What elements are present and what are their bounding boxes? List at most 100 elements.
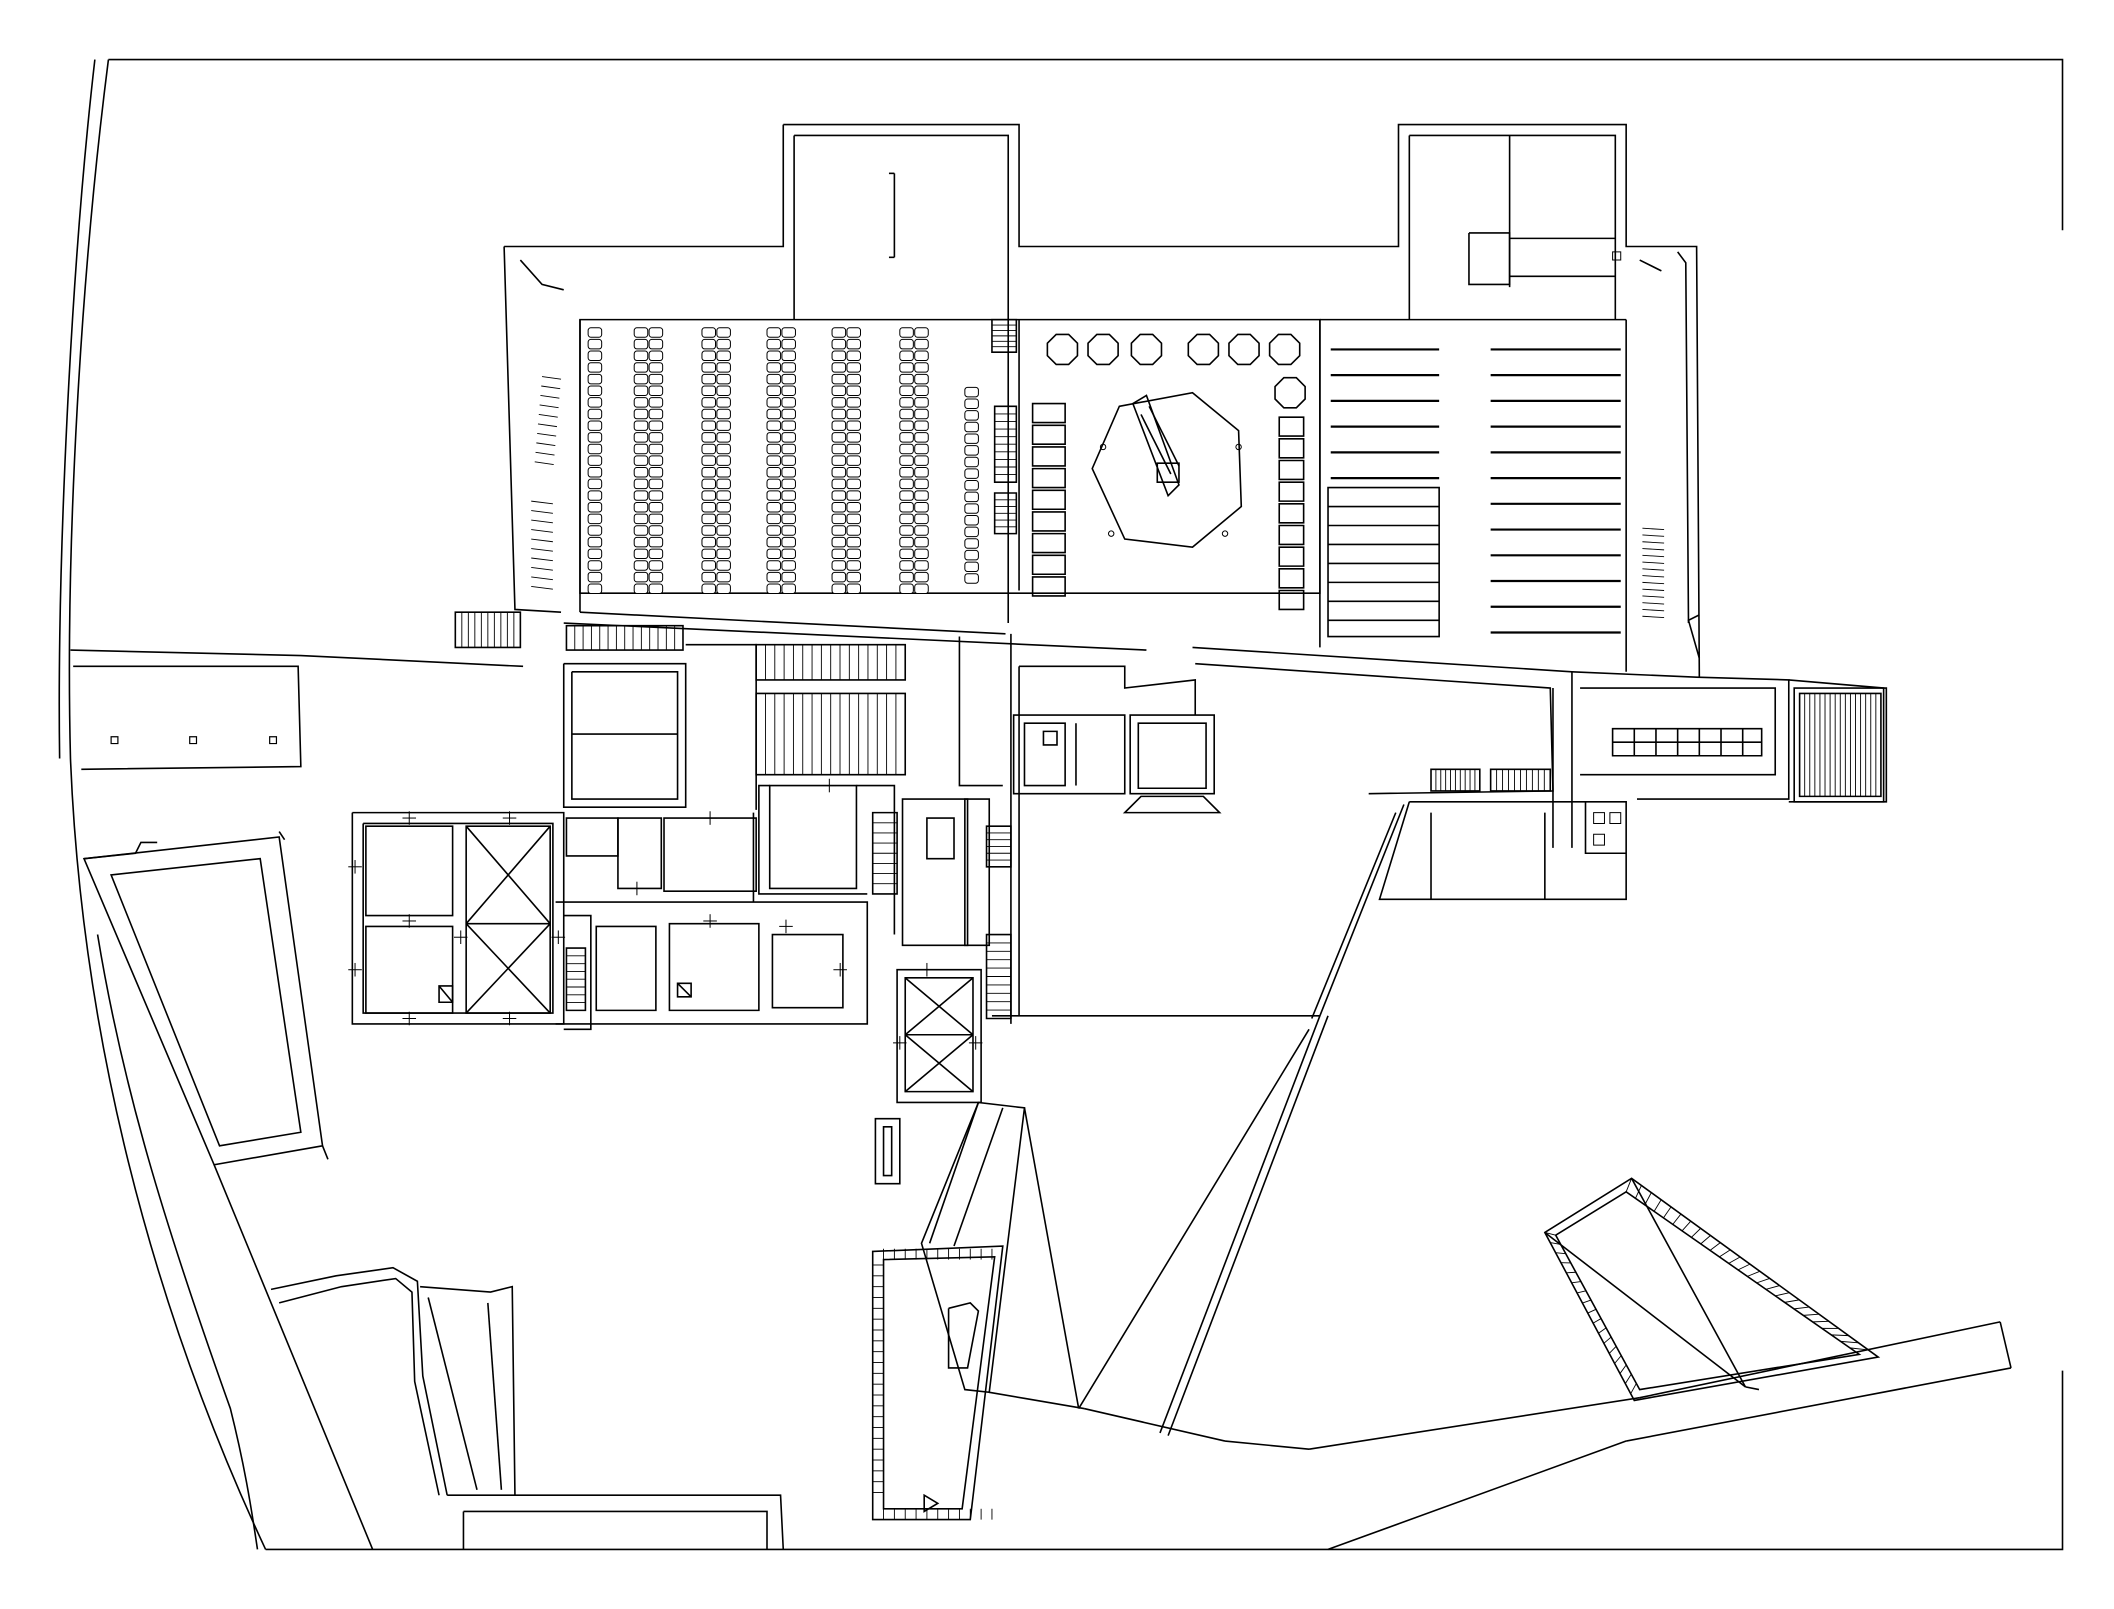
- column: [348, 860, 362, 874]
- seat: [832, 328, 846, 337]
- chair: [1279, 504, 1303, 523]
- table: [1270, 334, 1300, 364]
- seat: [782, 398, 796, 407]
- chair: [1279, 482, 1303, 501]
- seat: [965, 550, 979, 559]
- seat: [767, 537, 781, 546]
- seat: [649, 444, 663, 453]
- column: [503, 811, 517, 825]
- seat: [588, 409, 602, 418]
- seat: [782, 409, 796, 418]
- seat: [717, 328, 731, 337]
- seat: [717, 386, 731, 395]
- seat: [634, 328, 648, 337]
- seat: [915, 444, 929, 453]
- seat: [634, 444, 648, 453]
- seat: [900, 526, 914, 535]
- seat: [915, 491, 929, 500]
- seat: [832, 444, 846, 453]
- seat: [965, 492, 979, 501]
- seat: [965, 446, 979, 455]
- stair-east-3: [1800, 693, 1881, 796]
- seat: [782, 339, 796, 348]
- seat: [634, 386, 648, 395]
- seat: [649, 386, 663, 395]
- seat: [717, 421, 731, 430]
- seat: [649, 468, 663, 477]
- seat: [832, 421, 846, 430]
- chair: [1033, 555, 1066, 574]
- chair: [1279, 525, 1303, 544]
- stair-east-ramp: [1642, 528, 1664, 617]
- cafe-tables: [1047, 334, 1305, 407]
- seat: [767, 468, 781, 477]
- lower-left-structures: [271, 1268, 783, 1550]
- seat: [717, 409, 731, 418]
- stair-central: [756, 645, 905, 680]
- seat: [649, 526, 663, 535]
- seat: [900, 537, 914, 546]
- seat: [634, 584, 648, 593]
- seat: [782, 572, 796, 581]
- seat: [832, 409, 846, 418]
- seat: [965, 469, 979, 478]
- seat: [767, 479, 781, 488]
- seat: [702, 491, 716, 500]
- seat: [702, 537, 716, 546]
- chair: [1033, 404, 1066, 423]
- seat: [717, 363, 731, 372]
- seat: [649, 584, 663, 593]
- seat: [915, 409, 929, 418]
- column: [833, 963, 847, 977]
- seat: [847, 479, 861, 488]
- column: [402, 914, 416, 928]
- column: [969, 1036, 983, 1050]
- stair-west-ramp: [531, 377, 561, 590]
- seat: [649, 561, 663, 570]
- seat: [847, 386, 861, 395]
- chair: [1279, 591, 1303, 610]
- seat: [717, 549, 731, 558]
- seat: [915, 479, 929, 488]
- seat: [900, 572, 914, 581]
- seat: [702, 409, 716, 418]
- seat: [649, 374, 663, 383]
- seat: [767, 339, 781, 348]
- seat: [832, 537, 846, 546]
- seat: [782, 386, 796, 395]
- seat: [634, 514, 648, 523]
- seat: [767, 572, 781, 581]
- seat: [900, 374, 914, 383]
- seat: [900, 433, 914, 442]
- seat: [767, 328, 781, 337]
- seat: [915, 374, 929, 383]
- chair: [1279, 439, 1303, 458]
- seat: [847, 491, 861, 500]
- historic-block: [352, 645, 894, 1030]
- seat: [832, 491, 846, 500]
- seat: [915, 584, 929, 593]
- stair-east-2: [1491, 769, 1551, 791]
- seat: [702, 339, 716, 348]
- seat: [900, 328, 914, 337]
- column-markers: [348, 779, 982, 1050]
- seat: [588, 421, 602, 430]
- seat: [634, 479, 648, 488]
- right-hall-benches: [1331, 349, 1621, 632]
- seat: [767, 561, 781, 570]
- seat: [847, 468, 861, 477]
- seat: [717, 502, 731, 511]
- seat: [588, 468, 602, 477]
- seat: [702, 549, 716, 558]
- seat: [702, 374, 716, 383]
- stairs: [455, 320, 1881, 1520]
- table: [1229, 334, 1259, 364]
- table: [1188, 334, 1218, 364]
- seat: [588, 502, 602, 511]
- seat: [717, 339, 731, 348]
- seat: [900, 561, 914, 570]
- seat: [900, 363, 914, 372]
- seat: [847, 409, 861, 418]
- seat: [767, 549, 781, 558]
